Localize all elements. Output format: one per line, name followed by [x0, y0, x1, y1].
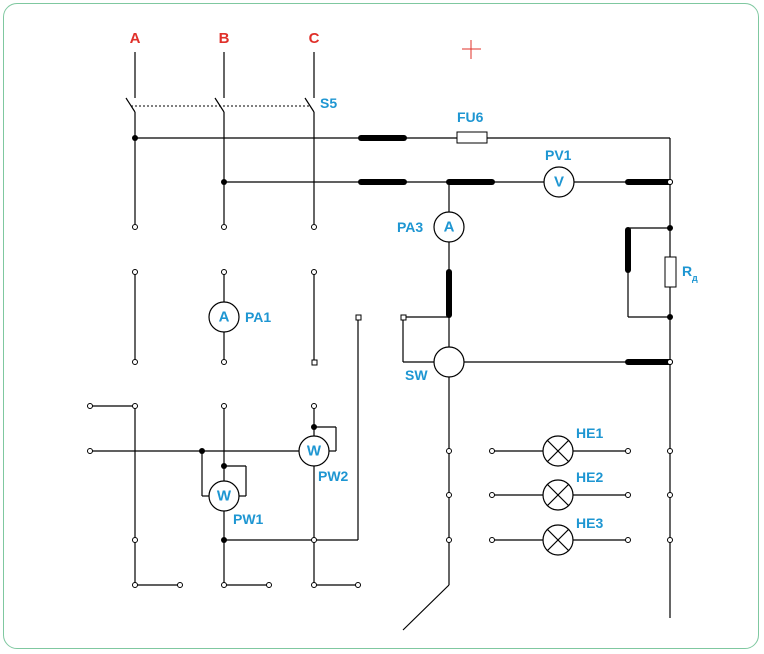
phase-label-a: A — [130, 30, 141, 47]
resistor-rd — [664, 256, 677, 288]
wattmeter-pw2-symbol: W — [307, 443, 322, 460]
voltmeter-pv1 — [543, 166, 575, 198]
switch-s5 — [125, 52, 315, 113]
lamp-he2-label: HE2 — [576, 469, 603, 485]
phase-label-c: C — [309, 30, 320, 47]
ammeter-pa1-symbol: A — [219, 309, 230, 326]
crosshair-marker — [462, 40, 481, 59]
resistor-subscript: д — [692, 273, 698, 283]
resistor-label: R — [682, 263, 692, 279]
terminals — [87, 179, 673, 588]
fuse-fu6 — [456, 131, 488, 144]
ammeter-pa3-label: PA3 — [397, 219, 423, 235]
switch-sw — [433, 346, 465, 378]
voltmeter-label: PV1 — [545, 147, 572, 163]
ammeter-pa1 — [208, 301, 240, 333]
lamp-he1 — [492, 435, 628, 467]
wattmeter-pw1-label: PW1 — [233, 511, 264, 527]
ammeter-pa1-label: PA1 — [245, 309, 271, 325]
voltmeter-symbol: V — [554, 174, 564, 191]
lamp-he3 — [492, 524, 628, 556]
lamp-he1-label: HE1 — [576, 425, 603, 441]
switch-sw-label: SW — [405, 367, 428, 383]
fuse-label: FU6 — [457, 109, 484, 125]
switch-label: S5 — [320, 95, 337, 111]
wattmeter-pw2-label: PW2 — [318, 468, 349, 484]
lamp-he3-label: HE3 — [576, 515, 603, 531]
wattmeter-pw1-symbol: W — [217, 488, 232, 505]
ammeter-pa3-symbol: A — [444, 219, 455, 236]
lamp-he2 — [492, 479, 628, 511]
phase-label-b: B — [219, 30, 230, 47]
diagram-frame — [3, 3, 759, 649]
